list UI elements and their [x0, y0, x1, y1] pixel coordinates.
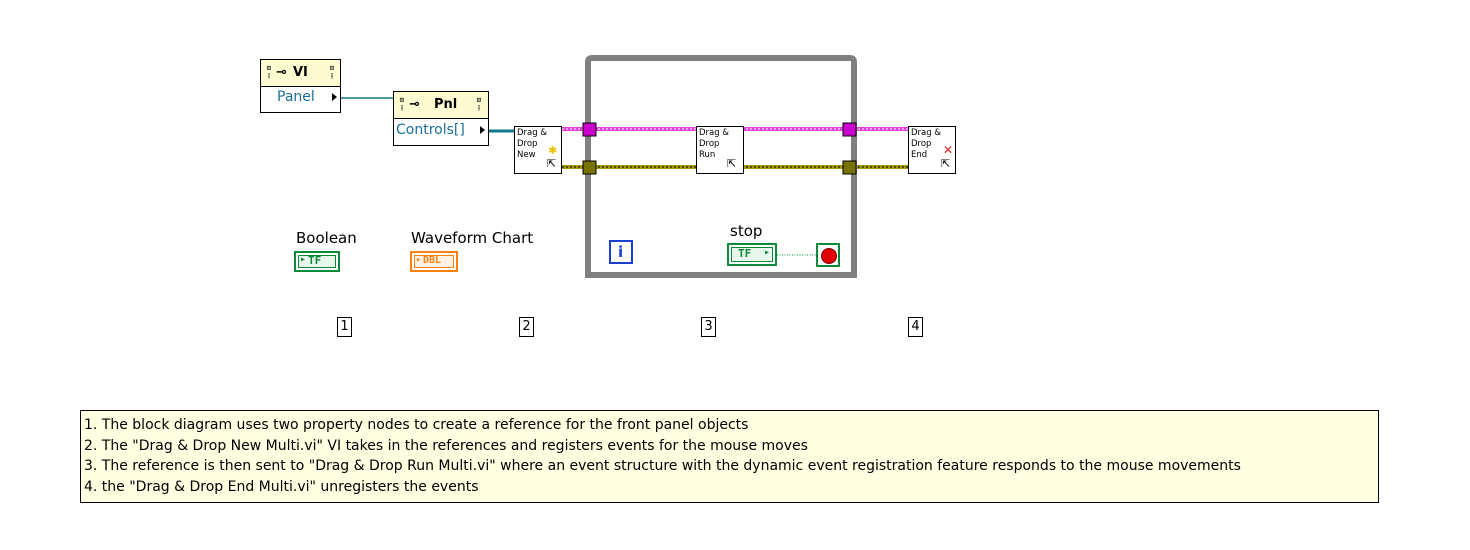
boolean-label: Boolean	[296, 229, 357, 247]
controls-property-row[interactable]: Controls[]	[394, 120, 488, 142]
drag-drop-end-label: Drag & Drop End	[911, 128, 941, 160]
iteration-terminal-text: i	[618, 243, 624, 261]
refnum-glyph-icon: ⊡⁞	[266, 64, 272, 80]
comment-line: 1. The block diagram uses two property n…	[84, 417, 749, 433]
wire-arrow-icon: ⊸	[276, 65, 287, 80]
vi-node-label: VI	[293, 65, 308, 80]
pnl-node-label: Pnl	[434, 97, 458, 112]
stop-terminal[interactable]: TF ▸	[727, 243, 777, 266]
input-arrow-icon: ▸	[416, 255, 422, 265]
vi-property-node[interactable]: ⊡⁞ ⊸ VI ⊡⁞ Panel	[260, 59, 341, 113]
step-number-4: 4	[908, 317, 923, 337]
step-number-1: 1	[337, 317, 352, 337]
output-arrow-icon	[480, 126, 485, 134]
comment-line: 3. The reference is then sent to "Drag &…	[84, 458, 1241, 474]
step-number-2: 2	[519, 317, 534, 337]
refnum-glyph-icon: ⊡⁞	[329, 64, 335, 80]
stop-sign-icon	[821, 248, 837, 264]
refnum-glyph-icon: ⊡⁞	[476, 96, 482, 112]
panel-property-node[interactable]: ⊡⁞ ⊸ Pnl ⊡⁞ Controls[]	[393, 91, 489, 146]
waveform-chart-terminal[interactable]: ▸ DBL	[410, 251, 458, 272]
stop-label: stop	[730, 222, 763, 240]
loop-tunnel-event-left	[582, 122, 597, 137]
wire-arrow-icon: ⊸	[409, 97, 420, 112]
output-arrow-icon	[332, 93, 337, 101]
drag-drop-end-subvi[interactable]: Drag & Drop End ✕ ⇱	[908, 126, 956, 174]
boolean-terminal[interactable]: ▸ TF	[294, 251, 340, 272]
drag-drop-new-label: Drag & Drop New	[517, 128, 547, 160]
chart-terminal-text: DBL	[423, 255, 442, 266]
loop-tunnel-event-right	[842, 122, 857, 137]
loop-tunnel-data-left	[582, 160, 597, 175]
drag-drop-new-subvi[interactable]: Drag & Drop New ✱ ⇱	[514, 126, 562, 174]
comment-line: 4. the "Drag & Drop End Multi.vi" unregi…	[84, 478, 479, 495]
waveform-chart-label: Waveform Chart	[411, 229, 534, 247]
boolean-terminal-text: TF	[308, 254, 322, 267]
while-loop[interactable]	[585, 55, 857, 278]
cursor-icon: ⇱	[941, 157, 951, 170]
iteration-terminal: i	[609, 240, 633, 264]
output-arrow-icon: ▸	[764, 247, 771, 258]
cursor-icon: ⇱	[547, 157, 557, 170]
input-arrow-icon: ▸	[300, 254, 307, 265]
stop-terminal-text: TF	[738, 247, 752, 260]
controls-property-label: Controls[]	[396, 122, 465, 138]
panel-property-row[interactable]: Panel	[261, 87, 340, 109]
comment-line: 2. The "Drag & Drop New Multi.vi" VI tak…	[84, 437, 808, 454]
sparkle-icon: ✱	[548, 144, 558, 157]
comment-box[interactable]: 1. The block diagram uses two property n…	[80, 410, 1379, 503]
panel-property-node-header: ⊡⁞ ⊸ Pnl ⊡⁞	[394, 92, 488, 119]
close-x-icon: ✕	[943, 143, 954, 157]
loop-condition-terminal[interactable]	[816, 243, 840, 267]
refnum-glyph-icon: ⊡⁞	[399, 96, 405, 112]
drag-drop-run-label: Drag & Drop Run	[699, 128, 729, 160]
cursor-icon: ⇱	[727, 157, 737, 170]
drag-drop-run-subvi[interactable]: Drag & Drop Run ⇱	[696, 126, 744, 174]
panel-property-label: Panel	[277, 89, 315, 105]
step-number-3: 3	[701, 317, 716, 337]
vi-property-node-header: ⊡⁞ ⊸ VI ⊡⁞	[261, 60, 340, 87]
loop-tunnel-data-right	[842, 160, 857, 175]
